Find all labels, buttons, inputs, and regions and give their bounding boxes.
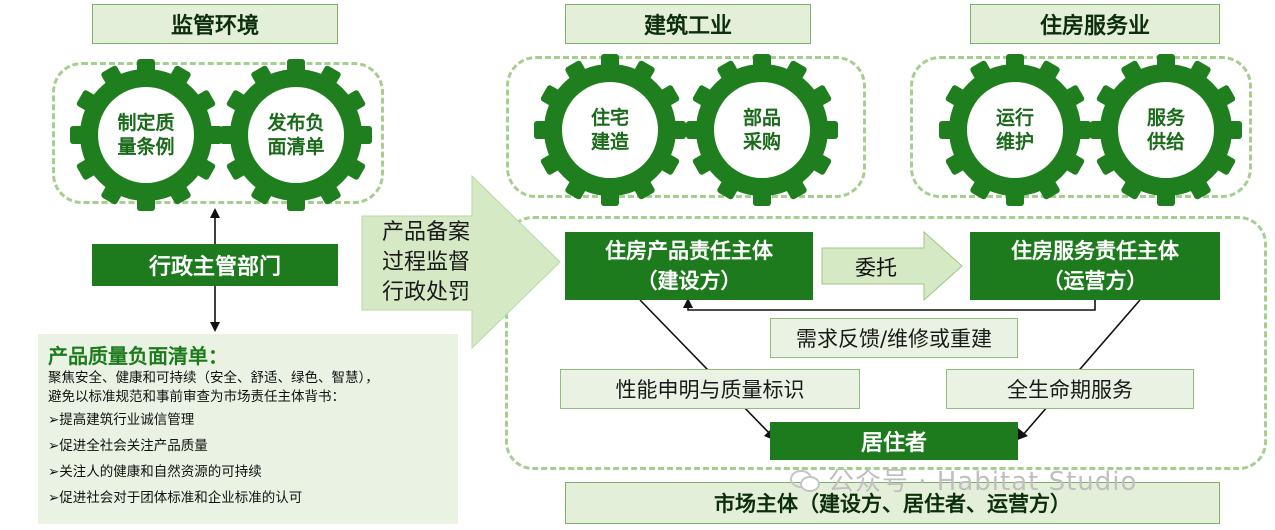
arrow-up-icon (210, 208, 220, 218)
service-owner-box: 住房服务责任主体 （运营方） (970, 232, 1220, 300)
negative-list-item: ➢促进社会对于团体标准和企业标准的认可 (48, 490, 303, 506)
service-group (910, 56, 1252, 198)
gear-parts-purchase-label: 部品 采购 (742, 107, 781, 153)
negative-list-panel: 产品质量负面清单： 聚焦安全、健康和可持续（安全、舒适、绿色、智慧）， 避免以标… (38, 334, 458, 524)
negative-list-item: ➢提高建筑行业诚信管理 (48, 412, 195, 428)
header-housing-service: 住房服务业 (970, 4, 1220, 44)
resident-box: 居住者 (770, 422, 1018, 460)
market-subjects-box: 市场主体（建设方、居住者、运营方） (565, 482, 1220, 524)
gear-residential-build-label: 住宅 建造 (590, 107, 629, 153)
negative-list-item: ➢促进全社会关注产品质量 (48, 438, 208, 454)
construction-group (506, 56, 866, 198)
entrust-label: 委托 (855, 256, 897, 280)
service-owner-line-2: （运营方） (1042, 269, 1148, 293)
regulation-group (52, 62, 384, 204)
performance-box: 性能申明与质量标识 (560, 369, 860, 409)
watermark: 公众号 · Habitat Studio (790, 464, 1137, 497)
lifecycle-box: 全生命期服务 (946, 369, 1194, 409)
big-arrow-text: 产品备案 过程监督 行政处罚 (372, 218, 480, 308)
feedback-box: 需求反馈/维修或重建 (770, 318, 1018, 358)
negative-list-item: ➢关注人的健康和自然资源的可持续 (48, 464, 262, 480)
negative-list-desc-2: 避免以标准规范和事前审查为市场责任主体背书： (48, 389, 345, 405)
arrow-down-icon (210, 322, 220, 332)
big-arrow-line-3: 行政处罚 (381, 280, 470, 305)
gear-quality-rules-label: 制定质 量条例 (117, 112, 175, 158)
header-construction: 建筑工业 (565, 4, 811, 44)
gear-operation-maintenance-label: 运行 维护 (995, 107, 1034, 153)
service-owner-line-1: 住房服务责任主体 (1011, 239, 1179, 263)
product-to-resident-line (639, 299, 773, 437)
header-regulation: 监管环境 (92, 4, 338, 44)
market-area (505, 216, 1267, 470)
service-resident-arrowhead-icon (1015, 428, 1028, 441)
wechat-icon (790, 468, 820, 492)
feedback-line (687, 300, 1096, 311)
service-to-resident-line (1021, 299, 1141, 437)
watermark-text: 公众号 · Habitat Studio (828, 466, 1138, 497)
negative-list-title: 产品质量负面清单： (48, 344, 228, 368)
big-arrow-line-1: 产品备案 (381, 220, 470, 245)
entrust-arrow-icon (821, 230, 963, 302)
admin-department-box: 行政主管部门 (92, 244, 338, 286)
big-arrow-line-2: 过程监督 (381, 250, 470, 275)
product-owner-box: 住房产品责任主体 （建设方） (565, 232, 813, 300)
product-owner-line-1: 住房产品责任主体 (605, 239, 773, 263)
feedback-arrowhead-icon (683, 298, 693, 308)
product-owner-line-2: （建设方） (636, 269, 742, 293)
gear-negative-list-label: 发布负 面清单 (267, 112, 325, 158)
negative-list-desc-1: 聚焦安全、健康和可持续（安全、舒适、绿色、智慧）， (48, 370, 379, 386)
gear-service-supply-label: 服务 供给 (1146, 107, 1185, 153)
big-right-arrow-icon (361, 174, 561, 350)
